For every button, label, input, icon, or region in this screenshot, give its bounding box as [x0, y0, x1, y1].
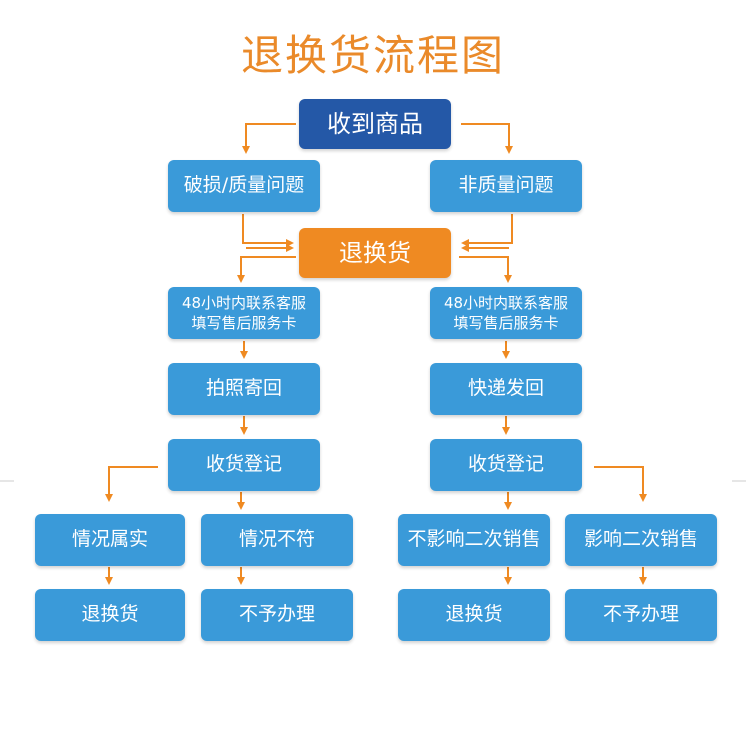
right-contact-line1: 48小时内联系客服 [443, 293, 569, 312]
arrow-register-to-impact [594, 466, 647, 502]
left-register-node: 收货登记 [168, 439, 320, 491]
left-left-result-node: 退换货 [35, 589, 185, 641]
arrow-receive-to-nonquality [461, 123, 513, 154]
left-contact-node: 48小时内联系客服 填写售后服务卡 [168, 287, 320, 339]
edge-mark-right [732, 480, 746, 482]
arrow-return-to-right-contact [459, 256, 512, 283]
right-contact-line2: 填写售后服务卡 [453, 314, 559, 332]
arrow-return-to-left-contact [237, 256, 296, 283]
arrow-register-to-true [105, 466, 158, 502]
no-impact-node: 不影响二次销售 [398, 514, 550, 566]
express-send-node: 快递发回 [430, 363, 582, 415]
right-right-result-node: 不予办理 [565, 589, 717, 641]
mismatch-node: 情况不符 [201, 514, 353, 566]
arrow-damage-to-return [242, 214, 294, 247]
impact-node: 影响二次销售 [565, 514, 717, 566]
true-case-node: 情况属实 [35, 514, 185, 566]
arrow-nonquality-to-return [461, 214, 513, 247]
photo-send-node: 拍照寄回 [168, 363, 320, 415]
damage-quality-node: 破损/质量问题 [168, 160, 320, 212]
right-register-node: 收货登记 [430, 439, 582, 491]
right-left-result-node: 退换货 [398, 589, 550, 641]
receive-goods-node: 收到商品 [299, 99, 451, 149]
edge-mark-left [0, 480, 14, 482]
right-contact-node: 48小时内联系客服 填写售后服务卡 [430, 287, 582, 339]
left-contact-line1: 48小时内联系客服 [181, 293, 307, 312]
arrow-receive-to-damage [242, 123, 296, 154]
left-contact-line2: 填写售后服务卡 [191, 314, 297, 332]
page-title: 退换货流程图 [240, 31, 505, 80]
non-quality-node: 非质量问题 [430, 160, 582, 212]
return-exchange-node: 退换货 [299, 228, 451, 278]
left-right-result-node: 不予办理 [201, 589, 353, 641]
